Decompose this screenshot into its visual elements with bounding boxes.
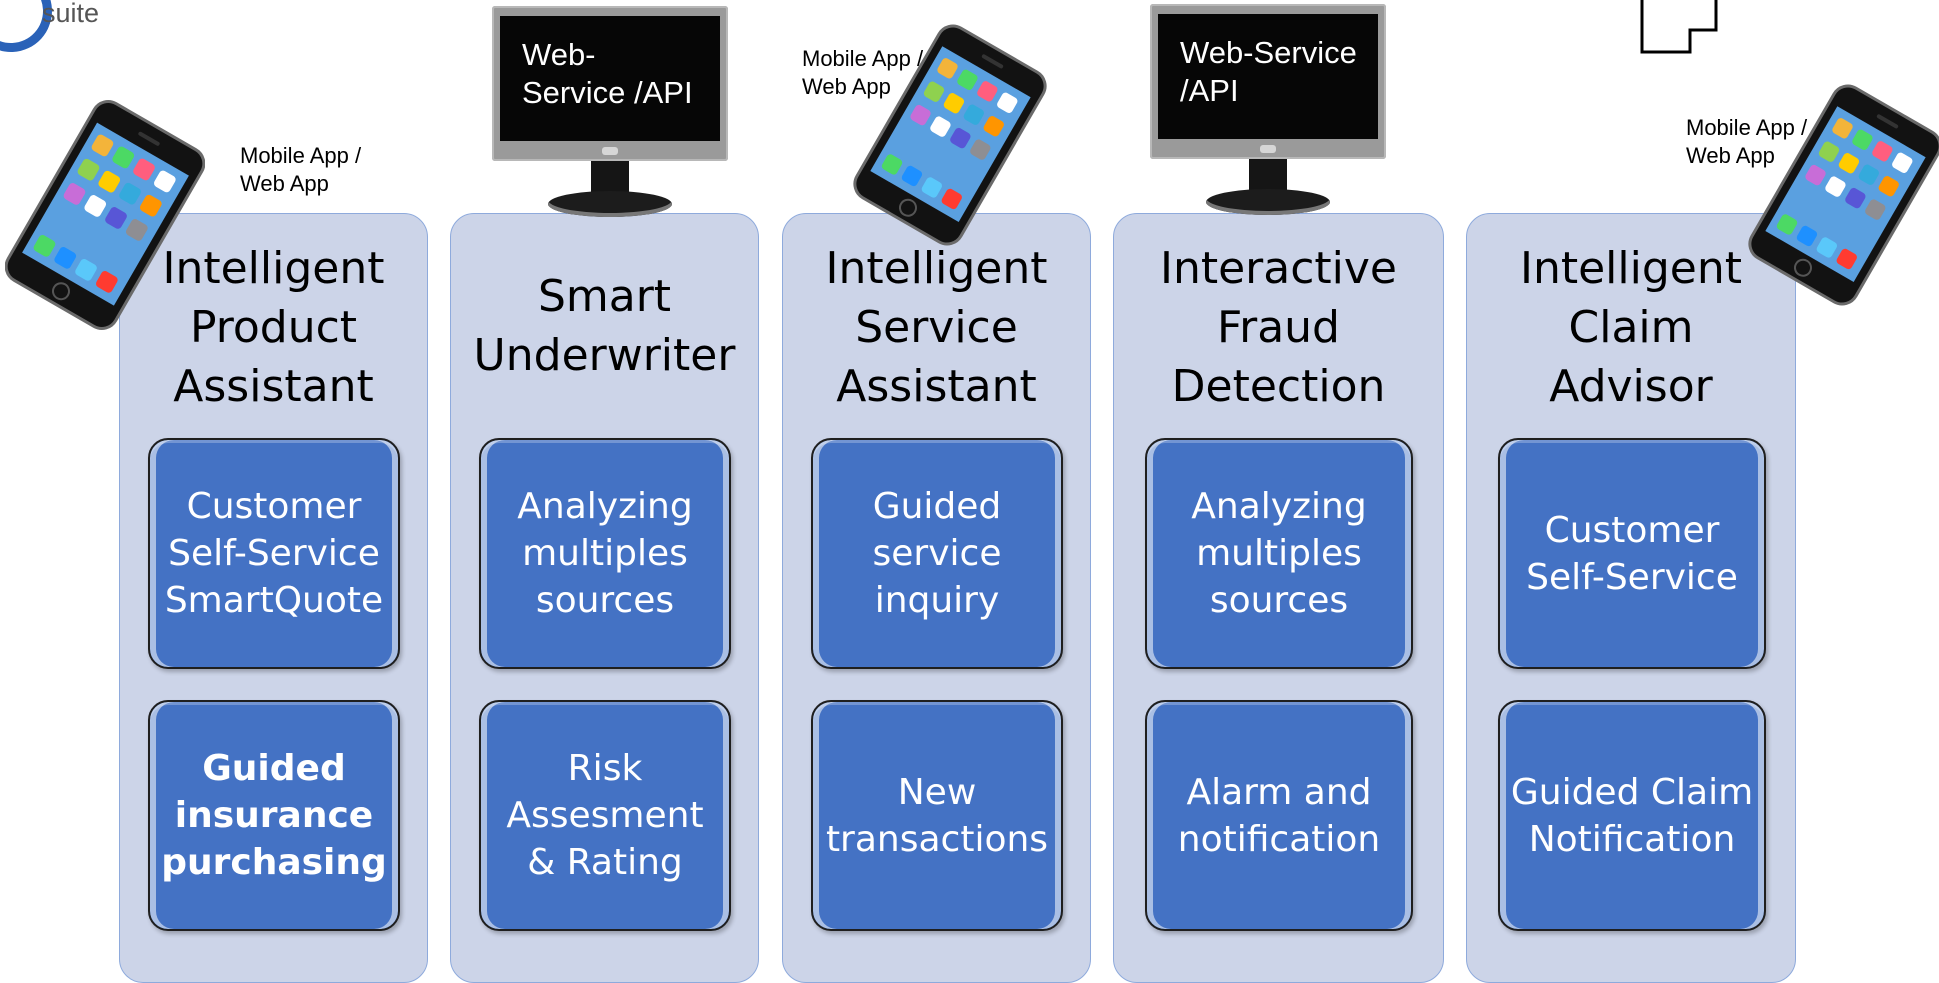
column-smart-underwriter: Smart Underwriter Analyzing multiples so…: [450, 213, 759, 983]
feature-box: Analyzing multiples sources: [1145, 438, 1413, 669]
mobile-app-label: Mobile App / Web App: [240, 143, 362, 196]
feature-box: Alarm and notification: [1145, 700, 1413, 931]
feature-box: Guided Claim Notification: [1498, 700, 1766, 931]
mobile-app-label: Mobile App / Web App: [1686, 115, 1808, 168]
monitor-icon: Web-Service /API: [1150, 4, 1386, 216]
feature-box: Customer Self-Service: [1498, 438, 1766, 669]
column-title: Intelligent Claim Advisor: [1520, 243, 1742, 412]
feature-box: Analyzing multiples sources: [479, 438, 731, 669]
column-title: Intelligent Product Assistant: [162, 243, 385, 412]
smartphone-icon: [853, 24, 1047, 246]
mobile-app-label: Mobile App / Web App: [802, 46, 924, 99]
feature-box: Guided insurance purchasing: [148, 700, 400, 931]
column-interactive-fraud-detection: Interactive Fraud Detection Analyzing mu…: [1113, 213, 1444, 983]
feature-box: Risk Assesment & Rating: [479, 700, 731, 931]
logo-text: suite: [42, 0, 100, 28]
feature-box: Guided service inquiry: [811, 438, 1063, 669]
column-intelligent-product-assistant: Intelligent Product Assistant Customer S…: [119, 213, 428, 983]
web-service-label: Web-Service /API: [1180, 35, 1357, 108]
smartphone-icon: [5, 100, 205, 330]
column-intelligent-service-assistant: Intelligent Service Assistant Guided ser…: [782, 213, 1091, 983]
column-title: Interactive Fraud Detection: [1159, 243, 1397, 412]
column-title: Smart Underwriter: [473, 271, 736, 381]
web-service-label: Web- Service /API: [522, 37, 693, 110]
feature-box: Customer Self-Service SmartQuote: [148, 438, 400, 669]
connector-shape-icon: [1640, 0, 1718, 54]
column-title: Intelligent Service Assistant: [825, 243, 1048, 412]
monitor-icon: Web- Service /API: [492, 6, 728, 218]
column-intelligent-claim-advisor: Intelligent Claim Advisor Customer Self-…: [1466, 213, 1796, 983]
feature-box: New transactions: [811, 700, 1063, 931]
smartphone-icon: [1748, 84, 1939, 306]
